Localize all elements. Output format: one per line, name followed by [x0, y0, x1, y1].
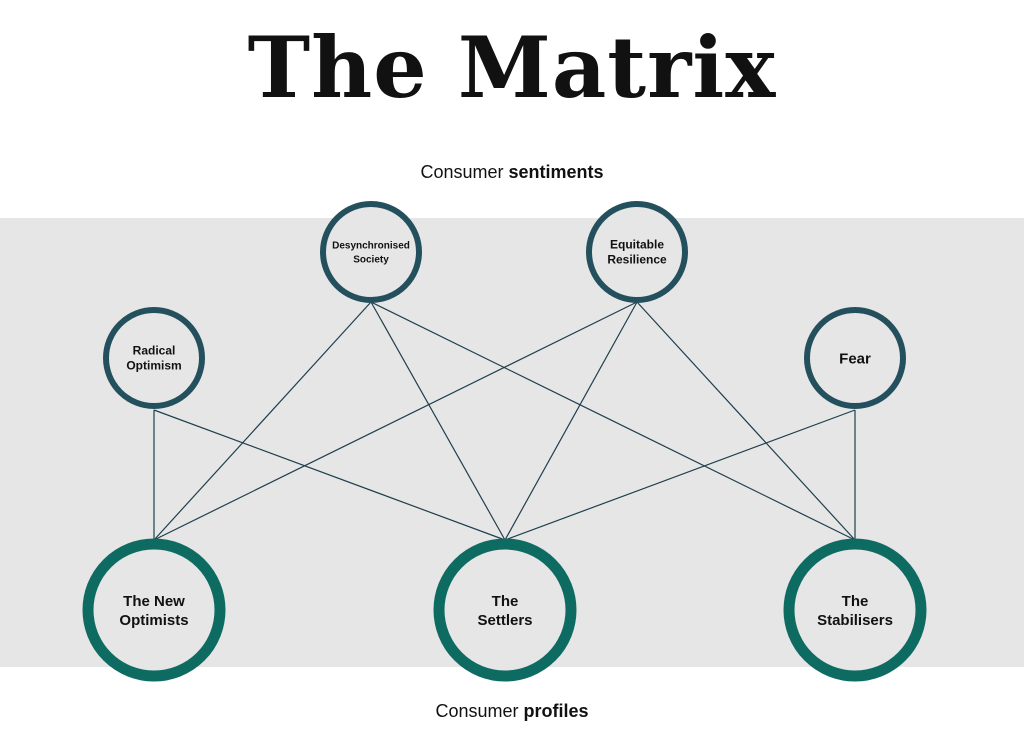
connector-radical-optimism-to-the-settlers [153, 409, 506, 541]
profile-label-line: Stabilisers [817, 612, 893, 629]
sentiment-circle [103, 307, 205, 409]
sentiment-label-line: Optimism [126, 359, 181, 373]
connector-desynchronised-society-to-the-new-optimists [153, 301, 372, 541]
sentiments-heading: Consumer sentiments [0, 162, 1024, 183]
profile-circle [433, 538, 577, 682]
sentiment-label-line: Fear [839, 350, 871, 367]
profiles-heading-prefix: Consumer [435, 701, 519, 721]
profiles-heading: Consumer profiles [0, 701, 1024, 722]
sentiments-heading-prefix: Consumer [420, 162, 504, 182]
sentiment-label-line: Radical [133, 344, 176, 358]
connector-equitable-resilience-to-the-new-optimists [153, 301, 638, 541]
sentiment-label-line: Society [353, 255, 389, 266]
profile-label-line: The [492, 593, 519, 610]
connector-desynchronised-society-to-the-settlers [370, 301, 506, 541]
sentiment-circle [320, 201, 422, 303]
page-title: The Matrix [247, 18, 777, 117]
connector-equitable-resilience-to-the-stabilisers [636, 301, 856, 541]
profile-label-line: The New [123, 593, 185, 610]
sentiment-label-line: Equitable [610, 238, 664, 252]
connector-equitable-resilience-to-the-settlers [504, 301, 638, 541]
connector-desynchronised-society-to-the-stabilisers [370, 301, 856, 541]
sentiment-label-line: Resilience [607, 253, 667, 267]
sentiment-circle [804, 307, 906, 409]
profile-label-line: The [842, 593, 869, 610]
profile-circle [82, 538, 226, 682]
profiles-heading-emphasis: profiles [523, 701, 589, 721]
connector-fear-to-the-settlers [504, 409, 856, 541]
connector-lines [153, 301, 856, 541]
sentiment-circle [586, 201, 688, 303]
sentiment-node-fear: Fear [804, 307, 906, 409]
profile-circle [783, 538, 927, 682]
profile-label-line: Optimists [119, 612, 188, 629]
sentiment-label-line: Desynchronised [332, 241, 410, 252]
profile-label-line: Settlers [477, 612, 532, 629]
sentiments-heading-emphasis: sentiments [508, 162, 604, 182]
